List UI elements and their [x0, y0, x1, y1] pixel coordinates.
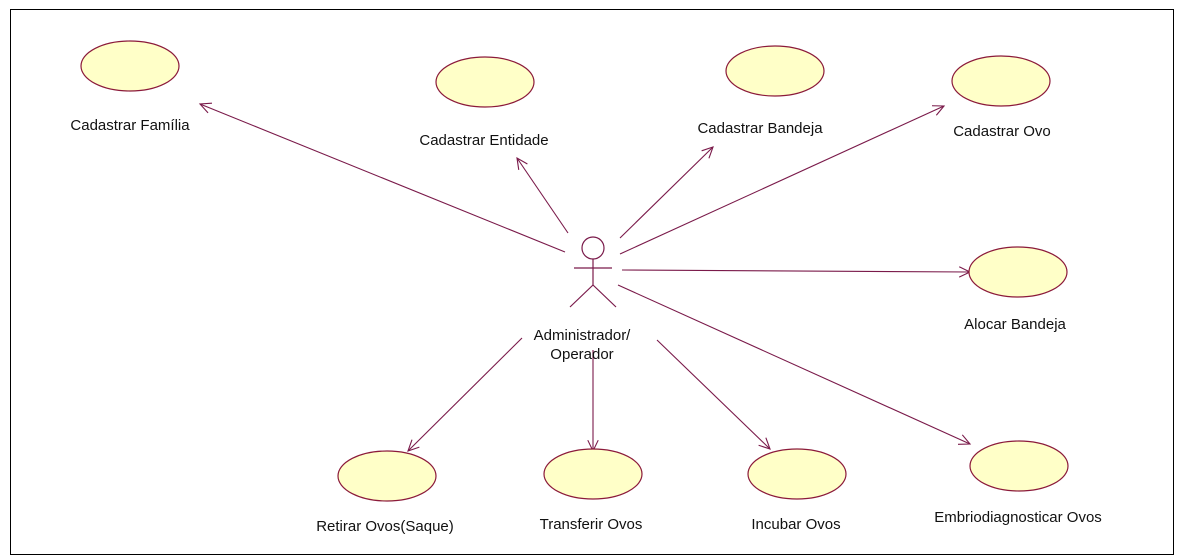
- actor-label-line2: Operador: [550, 346, 614, 363]
- actor-left-leg: [569, 284, 594, 308]
- use-case-cadastrar-ovo[interactable]: [951, 55, 1051, 107]
- label-transferir-ovos: Transferir Ovos: [539, 516, 643, 533]
- use-case-embriodiagnosticar-ovos[interactable]: [969, 440, 1069, 492]
- label-incubar-ovos: Incubar Ovos: [751, 516, 841, 533]
- arrowhead-embriodiagnosticar-ovos: [957, 434, 972, 445]
- arrowhead-cadastrar-ovo: [931, 105, 946, 116]
- label-alocar-bandeja: Alocar Bandeja: [964, 316, 1066, 333]
- use-case-cadastrar-entidade[interactable]: [435, 56, 535, 108]
- use-case-incubar-ovos[interactable]: [747, 448, 847, 500]
- arrowhead-incubar-ovos: [758, 437, 771, 450]
- arrowhead-cadastrar-bandeja: [701, 146, 714, 159]
- use-case-alocar-bandeja[interactable]: [968, 246, 1068, 298]
- actor-label: Administrador/ Operador: [534, 326, 631, 364]
- arrowhead-cadastrar-familia: [198, 102, 213, 114]
- associations: [198, 102, 972, 453]
- label-cadastrar-familia: Cadastrar Família: [70, 117, 190, 134]
- label-retirar-ovos: Retirar Ovos(Saque): [316, 518, 454, 535]
- arrowhead-retirar-ovos: [407, 439, 420, 452]
- actor-head: [581, 236, 605, 260]
- association-cadastrar-bandeja: [619, 146, 714, 239]
- label-embriodiagnosticar-ovos: Embriodiagnosticar Ovos: [934, 509, 1102, 526]
- association-incubar-ovos: [656, 339, 771, 450]
- association-alocar-bandeja: [621, 266, 972, 278]
- arrowhead-cadastrar-entidade: [516, 156, 528, 170]
- actor-label-line1: Administrador/: [533, 327, 631, 344]
- use-case-cadastrar-familia[interactable]: [80, 40, 180, 92]
- label-cadastrar-ovo: Cadastrar Ovo: [953, 123, 1051, 140]
- association-cadastrar-entidade: [516, 156, 569, 234]
- actor-figure[interactable]: [569, 236, 617, 308]
- association-cadastrar-familia: [198, 102, 566, 253]
- use-case-retirar-ovos[interactable]: [337, 450, 437, 502]
- use-cases: [80, 40, 1069, 502]
- association-cadastrar-ovo: [619, 105, 946, 255]
- label-cadastrar-bandeja: Cadastrar Bandeja: [697, 120, 823, 137]
- use-case-transferir-ovos[interactable]: [543, 448, 643, 500]
- actor-right-leg: [592, 284, 617, 308]
- use-case-cadastrar-bandeja[interactable]: [725, 45, 825, 97]
- association-retirar-ovos: [407, 337, 523, 452]
- association-transferir-ovos: [587, 350, 599, 453]
- label-cadastrar-entidade: Cadastrar Entidade: [419, 132, 549, 149]
- association-embriodiagnosticar-ovos: [617, 284, 972, 445]
